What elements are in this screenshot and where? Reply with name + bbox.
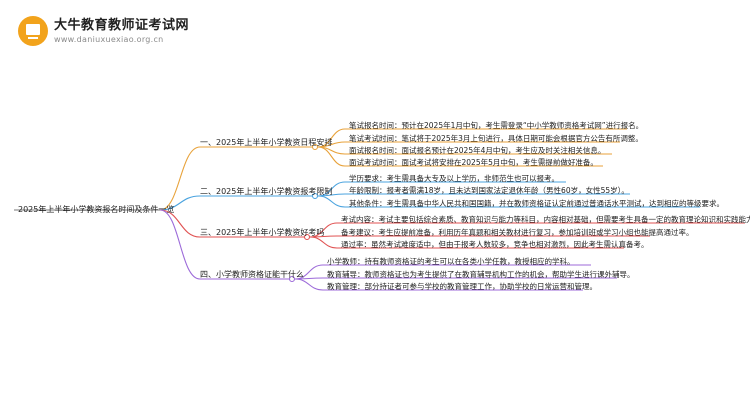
leaf-education-management: 教育管理：部分持证者可参与学校的教育管理工作，协助学校的日常运营和管理。 <box>327 282 597 291</box>
leaf-age: 年龄限制：报考者需满18岁，且未达到国家法定退休年龄（男性60岁，女性55岁）。 <box>349 186 629 195</box>
brand-block: 大牛教育教师证考试网 www.daniuxuexiao.org.cn <box>54 18 189 45</box>
leaf-written-exam: 笔试考试时间：笔试将于2025年3月上旬进行，具体日期可能会根据官方公告有所调整… <box>349 134 643 143</box>
brand-url: www.daniuxuexiao.org.cn <box>54 34 164 44</box>
branch-node <box>311 143 319 151</box>
leaf-written-registration: 笔试报名时间：预计在2025年1月中旬，考生需登录“中小学教师资格考试网”进行报… <box>349 121 644 130</box>
site-header: 大牛教育教师证考试网 www.daniuxuexiao.org.cn <box>18 14 189 48</box>
mindmap-root: 2025年上半年小学教资报名时间及条件一览 <box>18 205 175 214</box>
book-icon <box>18 16 48 46</box>
leaf-pass-rate: 通过率：虽然考试难度适中，但由于报考人数较多，竞争也相对激烈，因此考生需认真备考… <box>341 240 649 249</box>
leaf-tutoring: 教育辅导：教师资格证也为考生提供了在教育辅导机构工作的机会，帮助学生进行课外辅导… <box>327 270 635 279</box>
leaf-prep-advice: 备考建议：考生应提前准备，利用历年真题和相关教材进行复习，参加培训班或学习小组也… <box>341 228 694 237</box>
leaf-education: 学历要求：考生需具备大专及以上学历，非师范生也可以报考。 <box>349 174 559 183</box>
branch-connector <box>159 209 201 238</box>
leaf-exam-content: 考试内容：考试主要包括综合素质、教育知识与能力等科目，内容相对基础，但需要考生具… <box>341 215 750 224</box>
leaf-connector <box>309 236 338 249</box>
branch-node <box>311 192 319 200</box>
branch-schedule: 一、2025年上半年小学教资日程安排 <box>200 138 333 147</box>
leaf-other-conditions: 其他条件：考生需具备中华人民共和国国籍，并在教师资格证认定前通过普通话水平测试，… <box>349 199 724 208</box>
branch-node <box>303 233 311 241</box>
branch-connector <box>159 209 201 280</box>
leaf-interview-registration: 面试报名时间：面试报名预计在2025年4月中旬，考生应及时关注相关信息。 <box>349 146 606 155</box>
branch-restrictions: 二、2025年上半年小学教资报考限制 <box>200 187 333 196</box>
brand-title: 大牛教育教师证考试网 <box>54 17 190 33</box>
branch-node <box>288 275 296 283</box>
leaf-interview-exam: 面试考试时间：面试考试将安排在2025年5月中旬，考生需提前做好准备。 <box>349 158 598 167</box>
leaf-connector <box>317 146 346 167</box>
branch-connector <box>159 195 201 211</box>
branch-connector <box>159 146 201 211</box>
branch-career-uses: 四、小学教师资格证能干什么 <box>200 270 304 279</box>
leaf-connector <box>294 278 324 291</box>
branch-difficulty: 三、2025年上半年小学教资好考吗 <box>200 228 325 237</box>
leaf-connector <box>317 195 346 208</box>
leaf-primary-teacher: 小学教师：持有教师资格证的考生可以在各类小学任教，教授相应的学科。 <box>327 257 575 266</box>
